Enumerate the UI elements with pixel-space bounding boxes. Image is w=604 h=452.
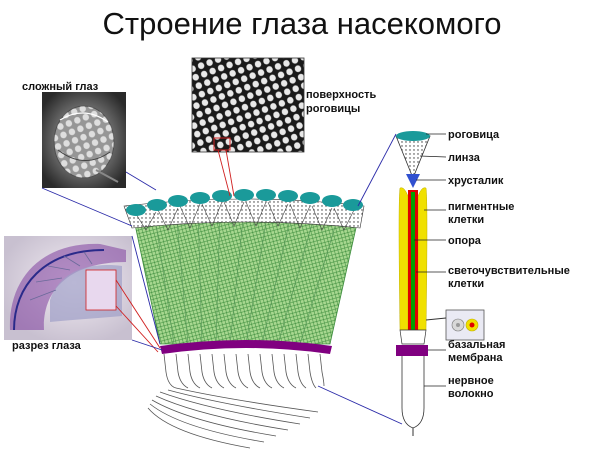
label-pigment-2: клетки <box>448 214 484 226</box>
label-eye-section: разрез глаза <box>12 340 82 352</box>
pigment-cell-left <box>398 187 409 331</box>
label-support: опора <box>448 235 482 247</box>
single-basal-membrane <box>396 345 428 356</box>
label-basal-1: базальная <box>448 339 505 351</box>
label-crystalline: хрусталик <box>448 175 504 187</box>
cornea-facets <box>126 189 363 216</box>
basal-membrane-fan <box>160 340 332 354</box>
label-cornea: роговица <box>448 129 500 141</box>
label-pointers <box>414 133 447 387</box>
label-cornea-surface-2: роговицы <box>306 103 360 115</box>
label-nerve-1: нервное <box>448 375 494 387</box>
single-cornea <box>396 131 430 141</box>
label-cornea-surface-1: поверхность <box>306 89 377 101</box>
label-compound-eye: сложный глаз <box>22 81 99 93</box>
cell-cross-section-inset <box>445 309 485 341</box>
eye-section-image <box>4 236 132 340</box>
cornea-surface-photo <box>191 57 305 153</box>
nerve-fibers-fan <box>147 353 325 449</box>
support-rod <box>411 192 415 330</box>
label-basal-2: мембрана <box>448 352 503 364</box>
label-photoreceptor-1: светочувствительные <box>448 265 570 277</box>
label-lens: линза <box>448 152 481 164</box>
ommatidia-dividers <box>153 209 341 345</box>
crystalline-cone <box>406 174 420 188</box>
pigment-cell-right <box>417 187 428 331</box>
page-title: Строение глаза насекомого <box>102 6 502 41</box>
connector-lines <box>41 133 447 425</box>
label-nerve-2: волокно <box>448 388 494 400</box>
ommatidia-fan <box>123 189 365 354</box>
compound-eye-photo <box>42 92 126 188</box>
single-ommatidium <box>395 131 431 436</box>
label-photoreceptor-2: клетки <box>448 278 484 290</box>
label-pigment-1: пигментные <box>448 201 514 213</box>
